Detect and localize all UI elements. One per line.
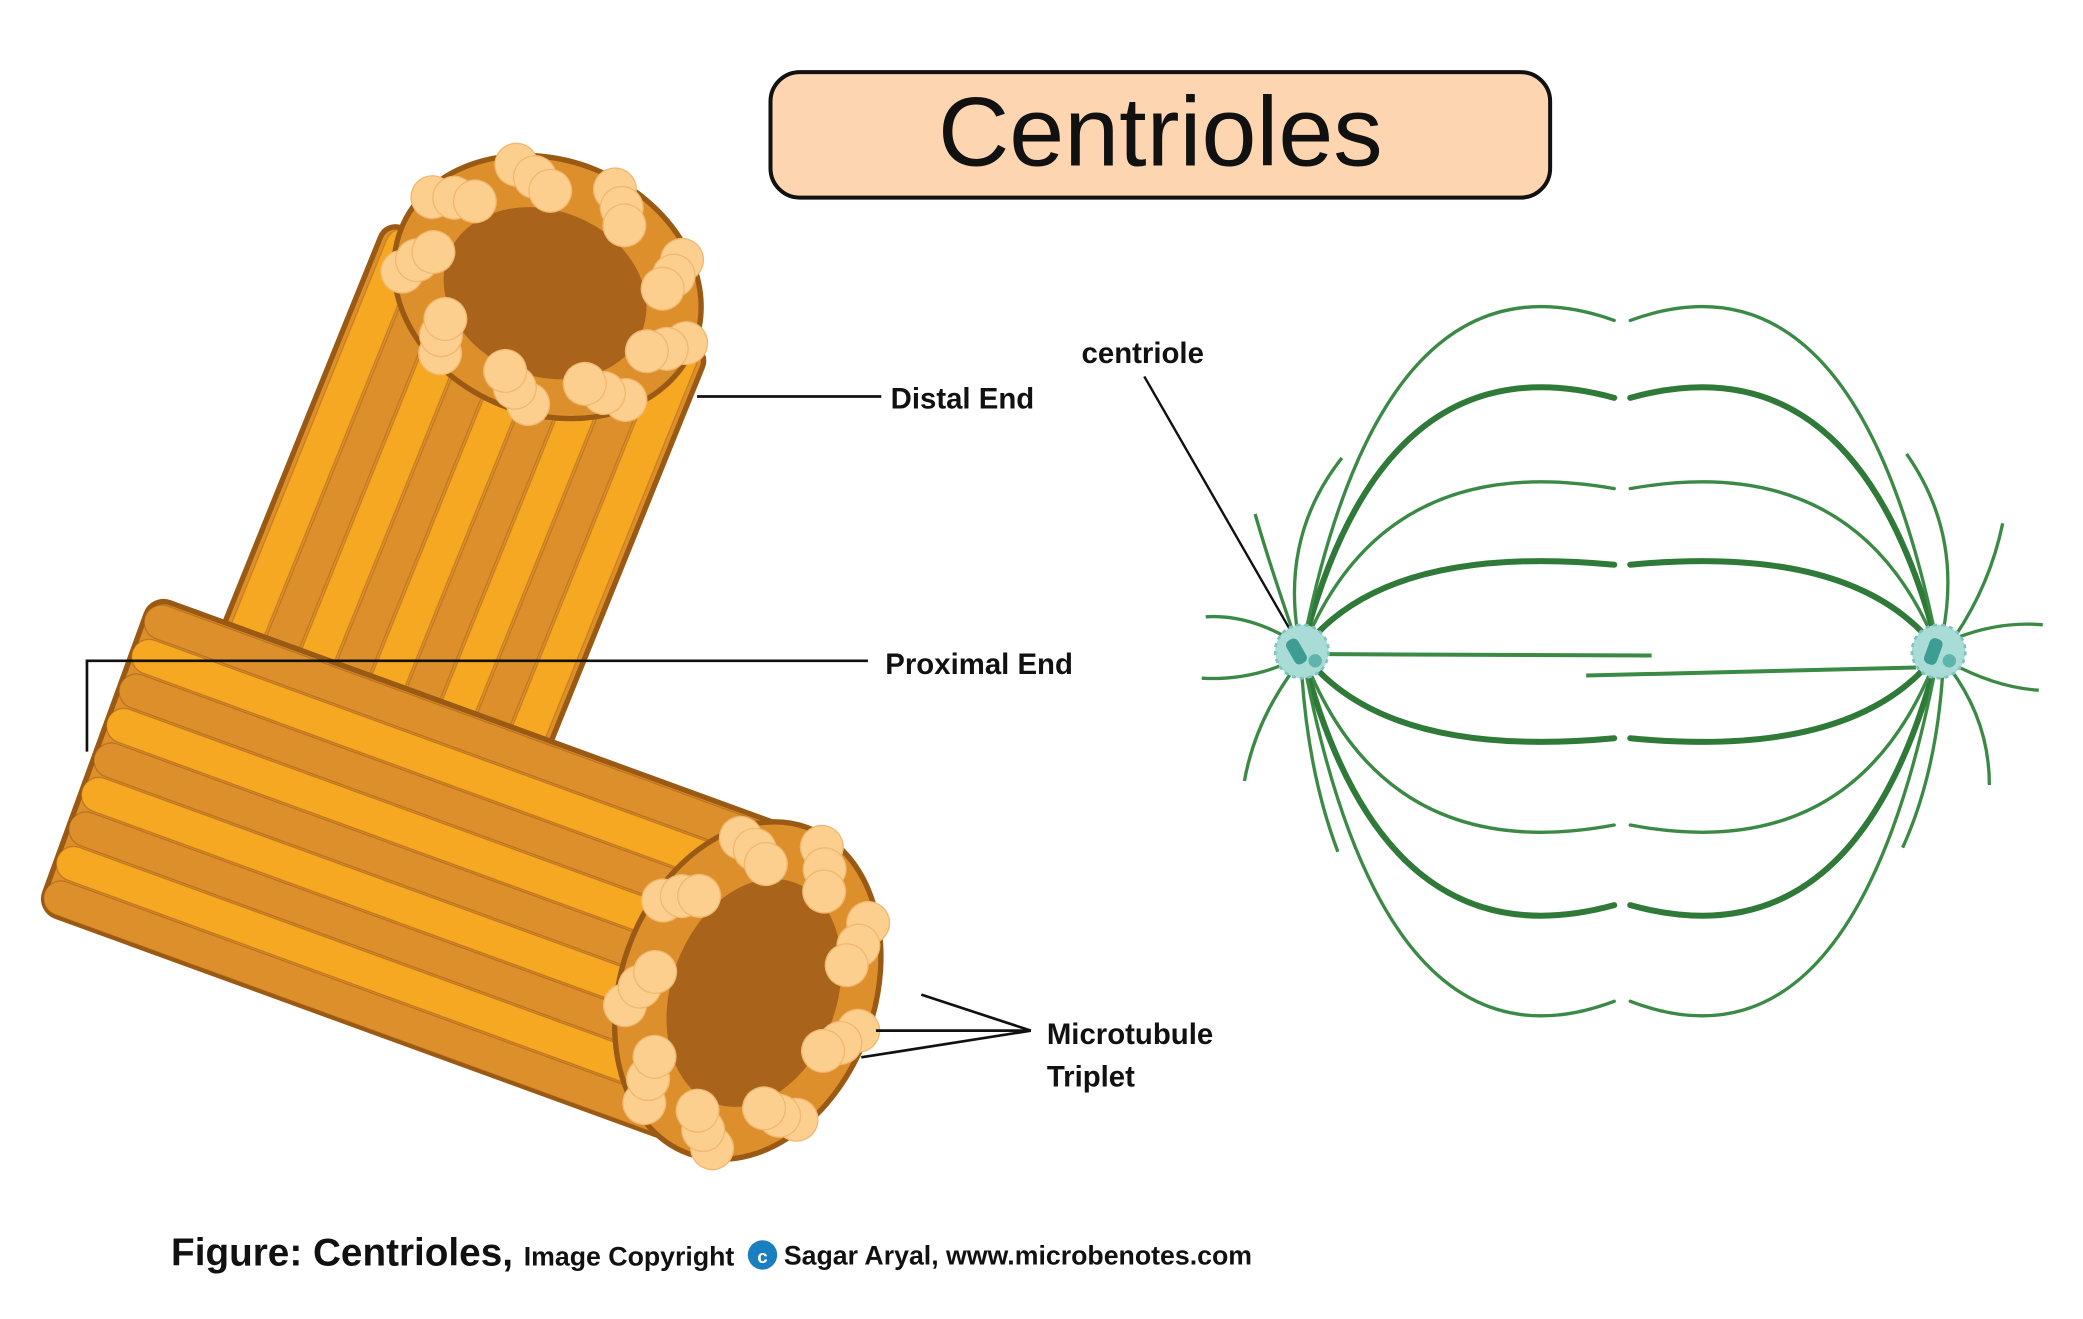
- svg-text:Figure: Centrioles, Imag: Figure: Centrioles, Image Copyright: [171, 1232, 734, 1275]
- copyright-icon: [747, 1240, 778, 1270]
- microtubule-triplet-end: [633, 949, 678, 994]
- microtubule-triplet-end: [483, 348, 528, 394]
- microtubule-triplet-end: [677, 873, 722, 918]
- microtubule-triplet-end: [824, 943, 869, 988]
- microtubule-triplet-end: [528, 168, 573, 213]
- spindle-fiber: [1300, 649, 1616, 834]
- spindle-fiber: [1628, 304, 1941, 654]
- microtubule-triplet-end: [743, 842, 788, 887]
- spindle-fiber: [1627, 384, 1942, 655]
- spindle-fiber: [1628, 649, 1941, 1018]
- microtubule-triplet-end: [802, 869, 847, 914]
- title-box: Centrioles: [768, 70, 1553, 200]
- spindle-fiber: [1298, 384, 1618, 655]
- spindle-fiber: [1300, 304, 1616, 654]
- microtubule-triplet-end: [800, 1028, 846, 1073]
- astral-ray: [1292, 456, 1344, 635]
- spindle-fiber: [1586, 665, 1916, 678]
- spindle-fiber: [1300, 480, 1616, 654]
- title-text: Centrioles: [938, 77, 1383, 187]
- astral-ray: [1242, 666, 1297, 782]
- spindle-fiber: [1300, 649, 1616, 1018]
- spindle-fiber: [1627, 648, 1942, 745]
- lower-centriole-cylinder: [40, 598, 891, 1171]
- spindle-pole-right: [1910, 623, 1967, 680]
- caption-figure: Figure: Centrioles: [171, 1232, 502, 1275]
- label-proximal-end: Proximal End: [885, 648, 1073, 681]
- astral-ray: [1253, 513, 1297, 639]
- spindle-fiber: [1628, 649, 1941, 834]
- microtubule-triplet-end: [632, 1034, 677, 1079]
- astral-ray: [1300, 674, 1340, 853]
- astral-ray: [1901, 674, 1945, 849]
- upper-centriole-cylinder: [208, 142, 709, 796]
- microtubule-triplet-end: [602, 203, 647, 248]
- spindle-fiber: [1298, 648, 1618, 919]
- spindle-fiber: [1627, 648, 1942, 919]
- spindle-fiber: [1627, 558, 1942, 655]
- spindle-fiber: [1298, 558, 1618, 655]
- label-microtubule: Microtubule: [1047, 1018, 1213, 1051]
- microtubule-triplet-end: [742, 1086, 787, 1131]
- microtubule-triplet-end: [411, 229, 456, 275]
- label-lines: [85, 375, 1303, 1059]
- caption-copyright: Image Copyright: [524, 1242, 735, 1272]
- microtubule-triplet-end: [624, 329, 669, 374]
- astral-ray: [1905, 452, 1950, 635]
- astral-ray: [1950, 522, 2005, 642]
- label-centriole: centriole: [1082, 337, 1204, 370]
- microtubule-triplet-end: [640, 266, 685, 311]
- microtubule-triplet-end: [423, 296, 468, 342]
- microtubule-triplet-end: [675, 1088, 720, 1133]
- astral-ray: [1947, 666, 1992, 785]
- spindle-fiber: [1328, 652, 1652, 658]
- microtubule-triplet-end: [452, 179, 497, 224]
- spindle-pole-left: [1273, 623, 1330, 680]
- caption: Figure: Centrioles, Image Copyright c Sa…: [171, 1232, 1252, 1275]
- copyright-symbol: c: [757, 1246, 767, 1267]
- label-distal-end: Distal End: [891, 383, 1035, 416]
- microtubule-triplet-end: [562, 361, 607, 406]
- label-triplet: Triplet: [1047, 1061, 1135, 1094]
- spindle-fiber: [1298, 648, 1618, 745]
- spindle-fiber: [1628, 480, 1941, 654]
- caption-author: Sagar Aryal, www.microbenotes.com: [784, 1240, 1252, 1270]
